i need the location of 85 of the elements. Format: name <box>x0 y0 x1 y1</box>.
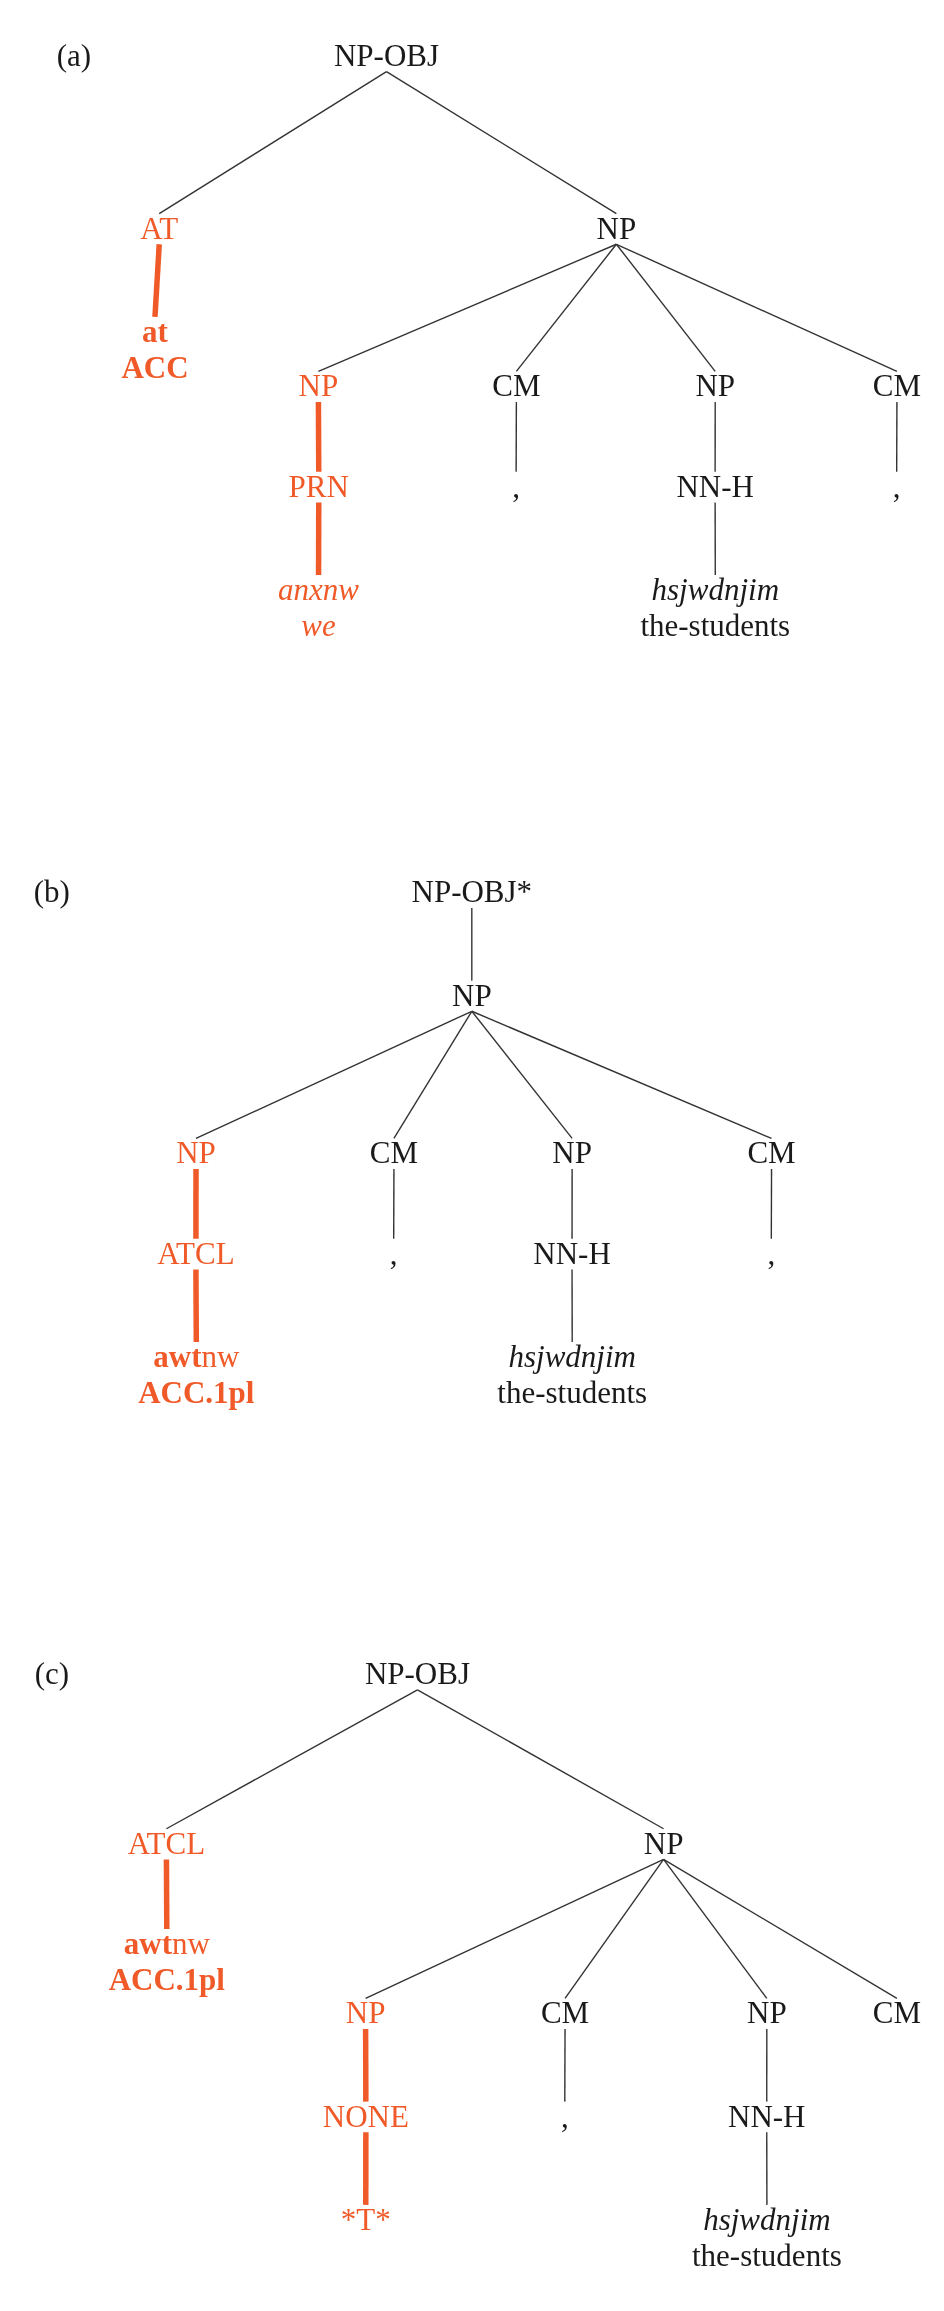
branch-line <box>770 1168 773 1240</box>
branch-line <box>393 1010 473 1140</box>
tree-label: NP <box>695 368 735 405</box>
branch-line <box>662 1858 898 2000</box>
tree-label: AT <box>140 210 179 247</box>
tree-label: , <box>767 1235 776 1272</box>
branch-line <box>317 243 618 373</box>
tree-label: , <box>512 468 520 505</box>
branch-line <box>571 1268 573 1343</box>
tree-label: NN-H <box>728 2098 806 2135</box>
tree-label: CM <box>540 1995 590 2031</box>
branch-line <box>895 401 898 473</box>
branch-line <box>471 1010 773 1140</box>
tree-label: ATCL <box>127 1825 206 1862</box>
tree-label: CM <box>872 368 922 405</box>
branch-line <box>714 401 716 473</box>
branch-line <box>766 2131 768 2206</box>
panel-label: (b) <box>33 874 70 911</box>
branch-line <box>163 1859 170 1930</box>
tree-label: hsjwdnjim <box>508 1339 636 1375</box>
tree-label: NP <box>643 1825 684 1862</box>
tree-label: , <box>389 1235 398 1272</box>
tree-label: NP <box>452 977 492 1014</box>
tree-label: NP <box>176 1135 216 1172</box>
tree-label: ATCL <box>157 1235 235 1272</box>
tree-label: CM <box>369 1135 419 1172</box>
tree-label: PRN <box>288 468 349 505</box>
tree-label: NN-H <box>676 468 754 505</box>
branch-line <box>662 1858 768 2000</box>
branch-line <box>766 2028 768 2103</box>
tree-label: we <box>301 607 336 644</box>
tree-label: NP <box>596 210 637 247</box>
branch-line <box>564 2028 566 2103</box>
tree-label: at <box>142 313 168 350</box>
branch-line <box>615 243 716 373</box>
panel-label: (a) <box>56 38 92 75</box>
branch-line <box>152 244 162 318</box>
branch-line <box>315 502 322 575</box>
branch-line <box>515 401 518 473</box>
panel-label: (c) <box>34 1656 70 1693</box>
tree-label: the-students <box>692 2237 842 2274</box>
branch-line <box>515 243 618 373</box>
tree-label: NP-OBJ <box>333 38 440 74</box>
branch-line <box>714 501 716 576</box>
branch-line <box>615 243 898 373</box>
branch-line <box>363 2132 369 2205</box>
branch-line <box>385 71 618 215</box>
tree-label: awtnw <box>153 1339 240 1375</box>
branch-line <box>362 2029 369 2102</box>
tree-label: NP-OBJ <box>364 1656 470 1692</box>
branch-line <box>364 1858 665 2000</box>
branch-line <box>393 1168 395 1240</box>
tree-label: NP <box>298 368 339 405</box>
tree-label: awtnw <box>123 1926 210 1962</box>
tree-label: , <box>892 468 901 505</box>
branch-line <box>195 1010 473 1140</box>
tree-label: the-students <box>640 607 791 644</box>
tree-label: ACC.1pl <box>108 1961 225 1998</box>
branch-line <box>315 402 322 472</box>
tree-label: CM <box>492 368 541 405</box>
branch-line <box>564 1858 665 2000</box>
tree-label: the-students <box>497 1374 648 1411</box>
tree-label: anxnw <box>278 572 360 608</box>
branch-line <box>193 1169 199 1239</box>
tree-label: CM <box>747 1135 796 1172</box>
branch-line <box>165 1689 419 1830</box>
tree-label: NONE <box>322 2098 409 2135</box>
tree-label: NP <box>747 1995 787 2031</box>
tree-label: CM <box>872 1995 922 2031</box>
branch-line <box>571 1168 573 1240</box>
branch-line <box>158 71 388 215</box>
tree-label: hsjwdnjim <box>703 2201 831 2238</box>
branch-line <box>471 907 473 982</box>
tree-label: NN-H <box>533 1235 611 1272</box>
tree-label: hsjwdnjim <box>651 572 779 608</box>
tree-label: NP <box>345 1995 386 2031</box>
tree-label: NP <box>552 1135 592 1172</box>
tree-label: ACC.1pl <box>138 1374 255 1411</box>
branch-line <box>416 1689 665 1830</box>
branch-line <box>471 1010 573 1140</box>
branch-line <box>193 1269 200 1342</box>
tree-label: , <box>560 2098 569 2135</box>
tree-label: NP-OBJ* <box>411 874 533 910</box>
tree-label: ACC <box>121 349 189 386</box>
tree-label: *T* <box>340 2201 391 2238</box>
